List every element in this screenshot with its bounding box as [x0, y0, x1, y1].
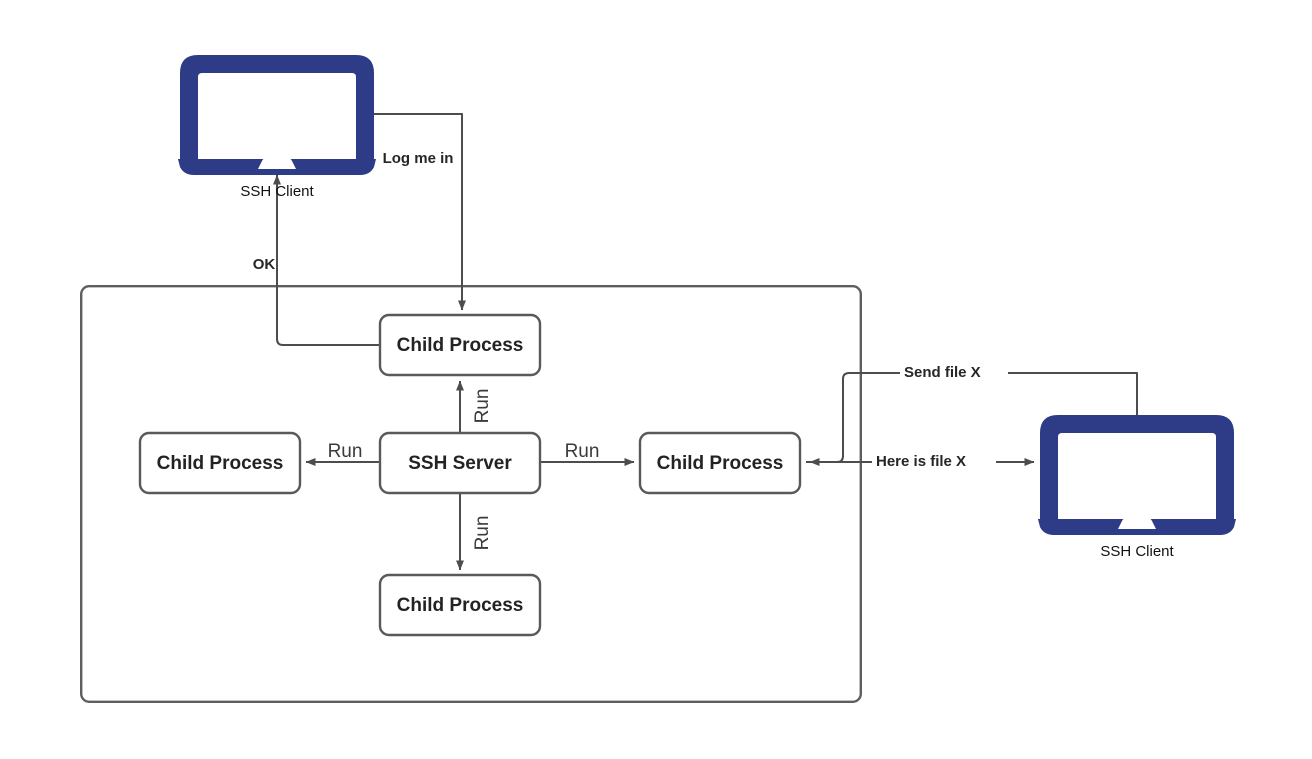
ssh-server-host-boundary: [79, 285, 862, 704]
node-label-child-process-bottom: Child Process: [397, 595, 524, 616]
node-box[interactable]: [138, 431, 302, 495]
ssh-client-right[interactable]: SSH Client: [1038, 415, 1236, 560]
node-label-child-process-right: Child Process: [657, 453, 784, 474]
ssh-client-right-caption: SSH Client: [1100, 543, 1174, 560]
node-label-child-process-top: Child Process: [397, 335, 524, 356]
ssh-client-left-caption: SSH Client: [240, 183, 314, 200]
node-ssh-server[interactable]: SSH Server: [378, 431, 542, 495]
laptop-icon: [178, 55, 376, 175]
edge-run-left: Run: [305, 441, 380, 466]
edge-ok: OK: [253, 174, 380, 346]
node-child-process-bottom[interactable]: Child Process: [378, 573, 542, 637]
edge-label-log-me-in: Log me in: [383, 150, 454, 167]
edge-run-bottom: Run: [456, 493, 493, 571]
send-file-x-label-backdrop: [900, 363, 1008, 383]
edge-label-here-is-file-x-top: Here is file X: [876, 453, 966, 470]
node-child-process-right[interactable]: Child Process: [638, 431, 802, 495]
edge-label-run-left: Run: [328, 441, 363, 462]
edge-label-run-right: Run: [565, 441, 600, 462]
node-box[interactable]: [378, 431, 542, 495]
edge-label-ok: OK: [253, 256, 276, 273]
laptop-icon: [1038, 415, 1236, 535]
edge-log-me-in: Log me in: [356, 113, 466, 311]
edge-run-right: Run: [540, 441, 635, 466]
node-label-ssh-server: SSH Server: [408, 453, 512, 474]
node-box[interactable]: [638, 431, 802, 495]
here-is-file-x-label-backdrop: [872, 452, 996, 472]
node-child-process-top[interactable]: Child Process: [378, 313, 542, 377]
edge-label-send-file-x-top: Send file X: [904, 364, 981, 381]
edge-label-run-bottom: Run: [472, 516, 493, 551]
node-label-child-process-left: Child Process: [157, 453, 284, 474]
edge-label-run-top: Run: [472, 389, 493, 424]
ssh-client-left[interactable]: SSH Client: [178, 55, 376, 200]
node-box[interactable]: [378, 313, 542, 377]
edge-run-top: Run: [456, 380, 493, 433]
node-box[interactable]: [378, 573, 542, 637]
node-child-process-left[interactable]: Child Process: [138, 431, 302, 495]
